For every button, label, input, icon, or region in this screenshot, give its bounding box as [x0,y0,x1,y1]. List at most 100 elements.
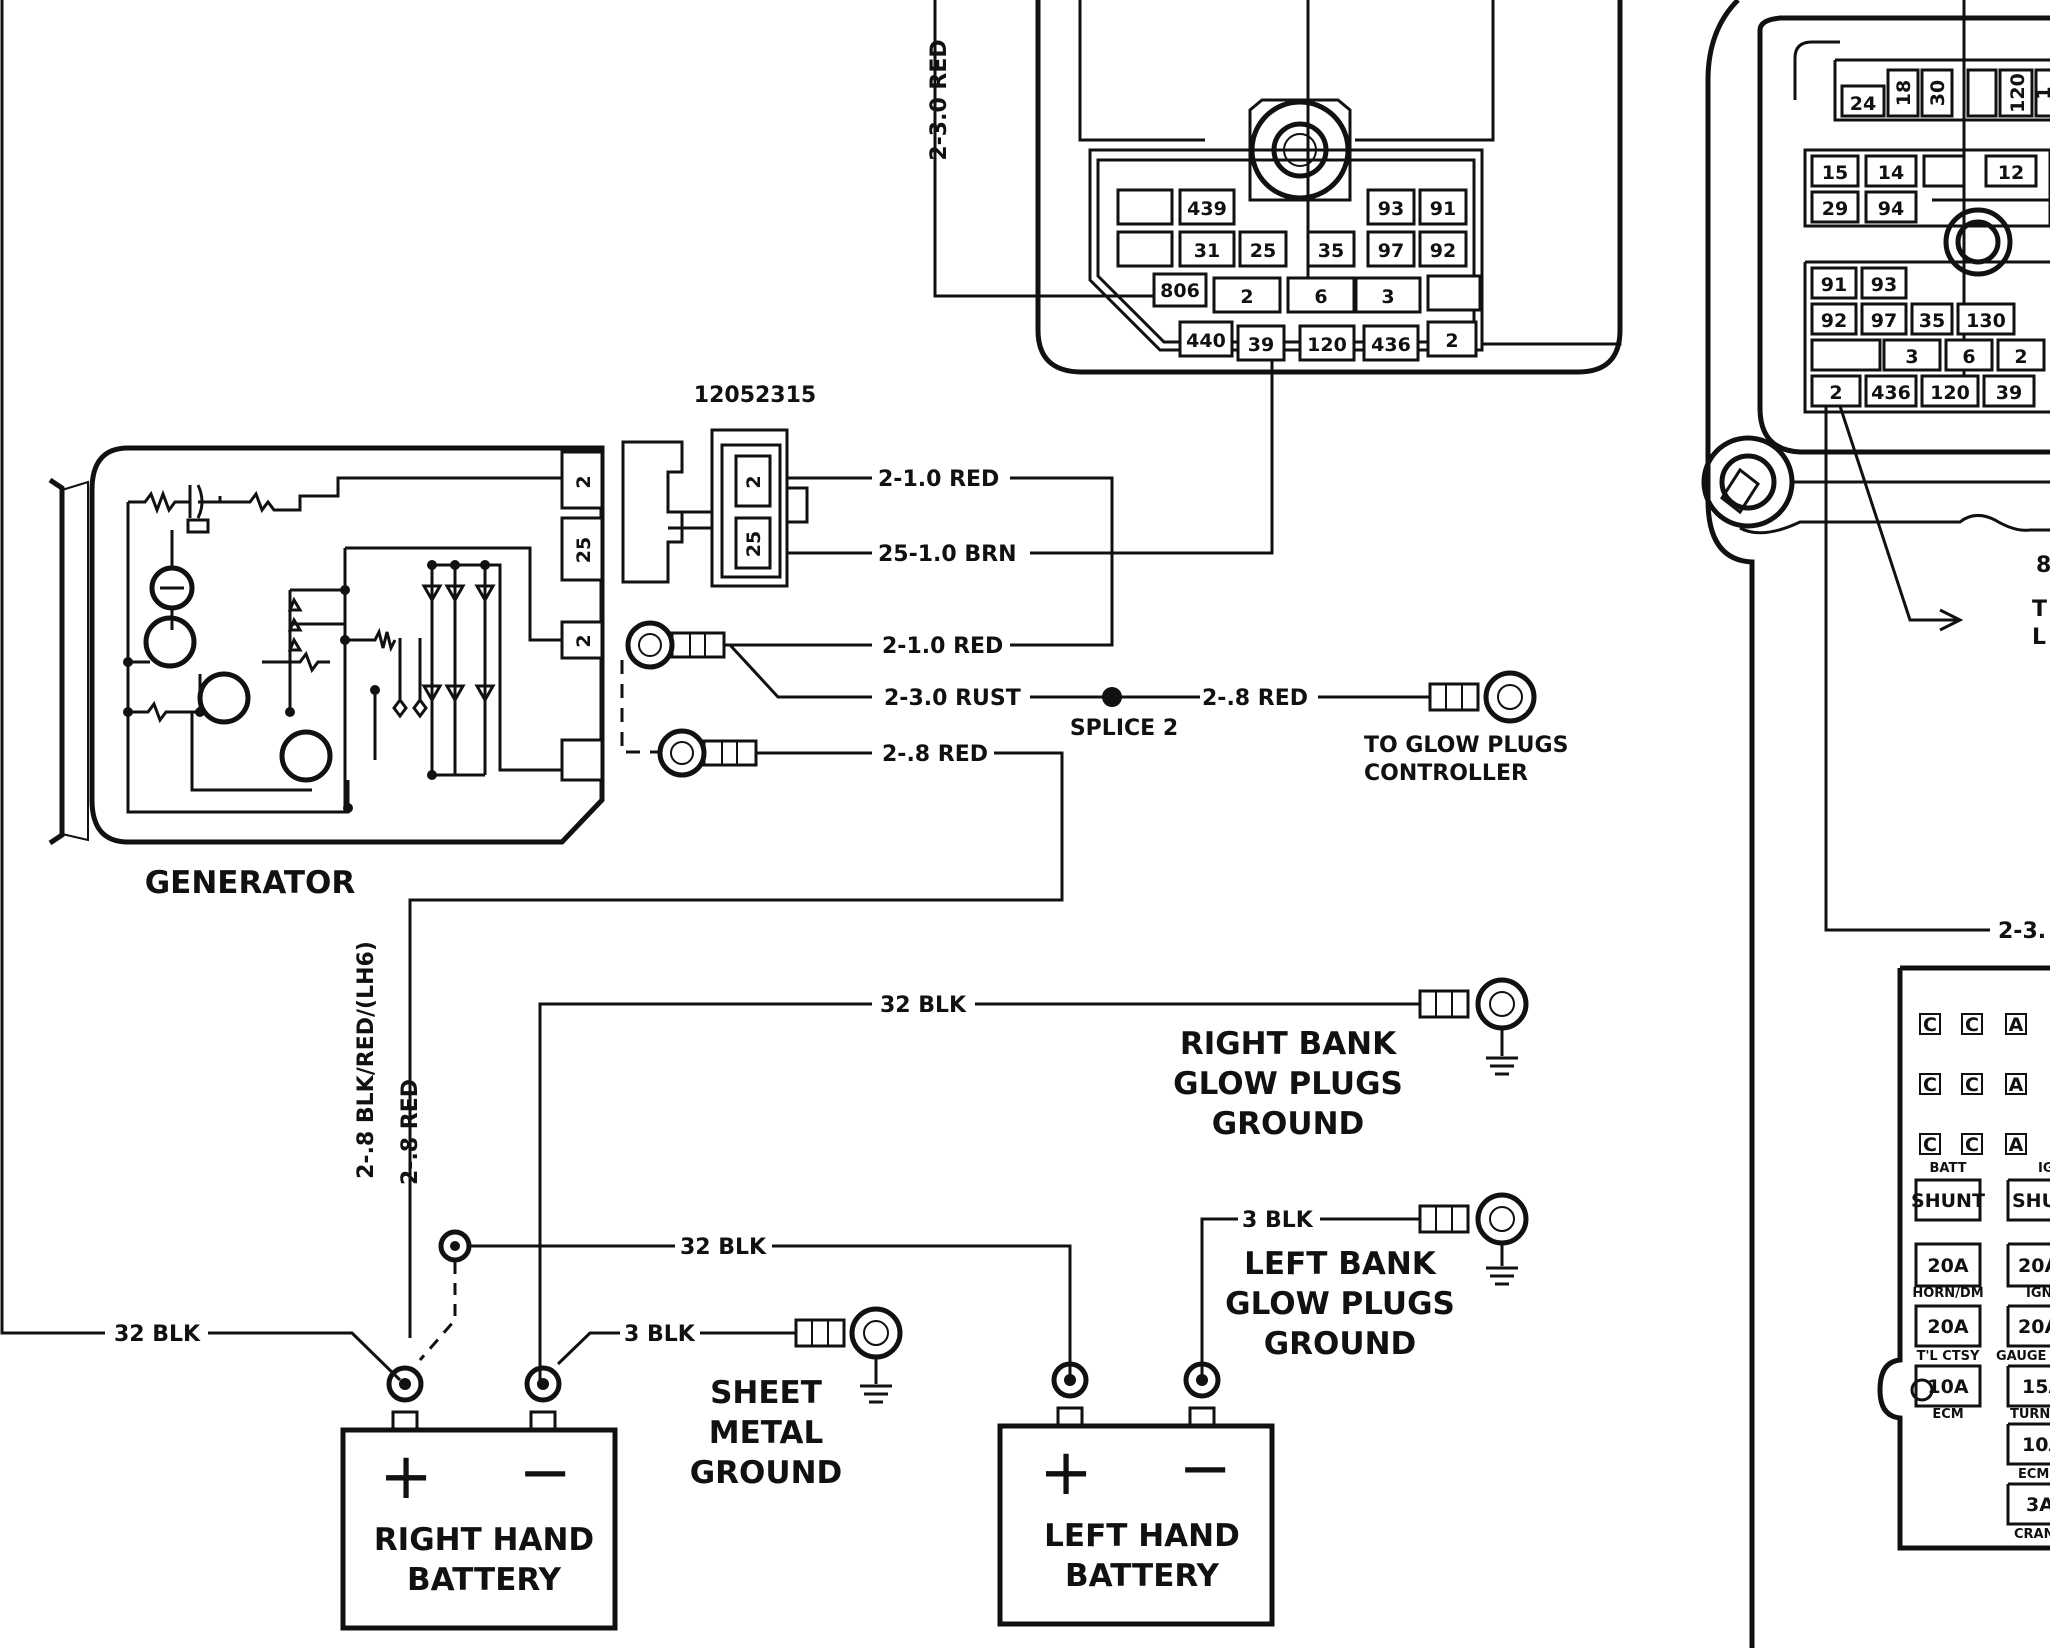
fuse-value: 20A [2018,1255,2050,1277]
right-pin: 15 [1822,162,1848,184]
fuse-value: 20A [2018,1316,2050,1338]
ground-wiring: 32 BLK 32 BLK 32 BLK 3 BLK 3 BLK [114,993,1420,1380]
right-top-cavity [1886,68,1920,118]
junction-cavity [1286,276,1356,314]
connector-pin-25 [734,516,772,570]
generator-terminal-output [560,738,604,782]
wire-label: 2-3. [1998,919,2046,944]
wire-label: 2-1.0 RED [878,467,999,492]
junction-cavity [1418,230,1468,268]
right-cavity [1810,374,1862,408]
generator-terminal-2-top [560,450,604,510]
right-pin: 436 [1871,382,1911,404]
left-edge-wire [0,0,402,1382]
fuse [1914,1364,1982,1408]
right-bank-label-line3: GROUND [1212,1106,1365,1142]
fuse-bottom-label: ECM [1932,1407,1963,1422]
right-pin: 93 [1871,274,1897,296]
glow-controller-label-line1: TO GLOW PLUGS [1364,733,1568,758]
right-cavity [1860,302,1908,336]
fuse-letter: A [2009,1134,2024,1156]
left-hand-battery: + − LEFT HAND BATTERY [997,1361,1275,1627]
right-top-cavity [1966,68,1998,118]
junction-pin-label: 25 [1250,240,1276,262]
wire-label: 2-.8 RED [882,742,988,767]
junction-cavity [1418,188,1468,226]
wire-label: 2-.8 RED [398,1079,423,1185]
right-cavity [1920,374,1980,408]
right-bank-ground-terminal: RIGHT BANK GLOW PLUGS GROUND [1173,977,1529,1142]
right-cavity [1810,154,1860,188]
junction-cavity [1362,324,1420,362]
fuse-letter: C [1923,1134,1937,1156]
left-bank-label-line2: GLOW PLUGS [1225,1286,1455,1322]
junction-cavity [1178,320,1234,358]
fuse-letter: C [1923,1074,1937,1096]
battery-terminal-positive [1051,1361,1089,1399]
battery-terminal-negative [524,1365,562,1403]
right-pin: 2 [1829,382,1842,404]
fuse-letter: C [1965,1134,1979,1156]
right-cavity [1944,338,1994,372]
left-bank-label-line3: GROUND [1264,1326,1417,1362]
wire-label: 2-1.0 RED [882,634,1003,659]
fuse-value: 15A [2022,1376,2050,1398]
junction-pin-label: 2 [1445,330,1458,352]
fuse-top-label: BATT [1930,1161,1967,1176]
right-pin: 120 [1930,382,1970,404]
right-pin: 12 [1998,162,2024,184]
ring-terminal-lower [657,728,758,778]
right-partial-label: L [2032,625,2046,650]
fuse-bottom-label: ECM [2018,1467,2049,1482]
wire-label: 2-3.0 RED [927,39,952,160]
sheet-metal-ground-terminal: SHEET METAL GROUND [690,1306,903,1491]
generator-terminal-label: 2 [573,475,595,488]
fuse-value: SHUNT [1911,1190,1985,1212]
wire-label: 32 BLK [114,1322,201,1347]
right-bank-label-line1: RIGHT BANK [1180,1026,1397,1062]
fuse-value: 10A [2022,1434,2050,1456]
fuse [1914,1242,1982,1288]
junction-cavity [1366,188,1416,226]
right-partial-label: 8 [2036,553,2050,578]
sheet-metal-label-line2: METAL [709,1415,824,1451]
ground-stud [438,1229,472,1263]
right-cavity [1810,302,1858,336]
fuse-letter: A [2009,1074,2024,1096]
generator-terminal-label: 2 [573,634,595,647]
connector-pin-label: 25 [743,531,765,557]
right-pin: 94 [1878,198,1904,220]
junction-pin-label: 440 [1186,330,1226,352]
junction-pin-label: 92 [1430,240,1456,262]
fuse-letter: C [1923,1014,1937,1036]
left-bank-label-line1: LEFT BANK [1244,1246,1437,1282]
junction-pin-label: 31 [1194,240,1220,262]
right-cavity [1810,190,1860,224]
right-cavity [1910,302,1954,336]
fuse-bottom-label: IGN [2026,1286,2050,1301]
junction-pin-label: 93 [1378,198,1404,220]
generator: 2 25 2 [48,445,605,901]
fuse [1914,1304,1982,1348]
left-battery-label-line2: BATTERY [1065,1558,1220,1594]
generator-label: GENERATOR [145,865,356,901]
glow-controller-terminal: TO GLOW PLUGS CONTROLLER [1364,670,1568,786]
connector-pin-label: 2 [743,475,765,488]
right-cavity [1860,266,1908,300]
fuse-bottom-label: T'L CTSY [1917,1349,1980,1364]
battery-minus-sign: − [518,1436,572,1510]
fuse-value: 10A [1927,1376,1968,1398]
junction-cavity [1212,276,1282,314]
wire-label: 2-.8 RED [1202,686,1308,711]
junction-pin-label: 6 [1314,286,1327,308]
fuse-value: 3A [2026,1494,2050,1516]
connector-pin-2 [734,454,772,508]
right-top-pin: 30 [1927,80,1949,106]
junction-cavity [1178,230,1236,268]
right-bank-label-line2: GLOW PLUGS [1173,1066,1403,1102]
junction-pin-label: 436 [1371,334,1411,356]
junction-pin-label: 97 [1378,240,1404,262]
junction-cavity [1298,324,1356,362]
glow-controller-label-line2: CONTROLLER [1364,761,1528,786]
